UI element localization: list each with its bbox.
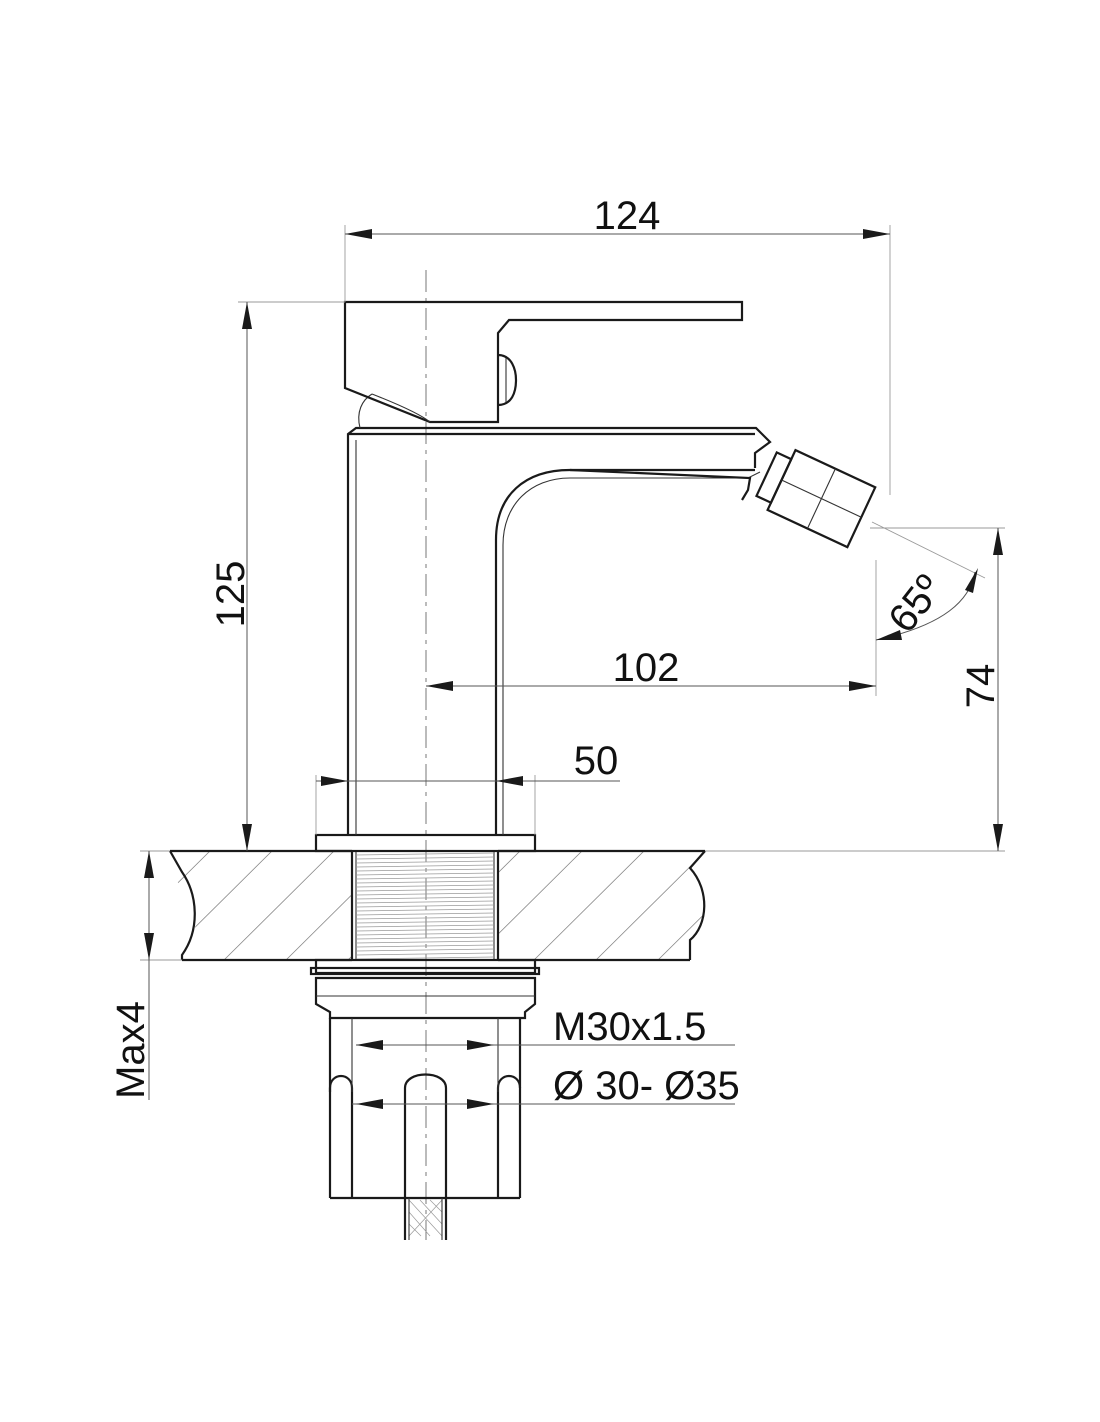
dim-label-angle: 65º [880,567,951,641]
dim-label-hole: Ø 30- Ø35 [553,1064,740,1108]
faucet-body [314,393,772,853]
thread-line [356,860,494,864]
thread-line [356,912,494,916]
thread-line [356,888,494,892]
thread-line [356,896,494,900]
dim-base-diameter: 50 [315,739,620,835]
thread-line [356,908,494,912]
thread-line [356,940,494,944]
dim-nozzle-height: 74 [705,527,1005,852]
dim-label-width: 124 [594,194,661,238]
supply-hose-braid [408,1198,443,1240]
thread-line [356,852,494,856]
thread-line [356,916,494,920]
dim-label-nozzle-height: 74 [959,664,1003,709]
dim-label-thread: M30x1.5 [553,1005,706,1049]
hatch-line [720,851,830,960]
dim-label-base: 50 [574,739,619,783]
thread-line [356,868,494,872]
thread-line [356,864,494,868]
dim-max-thickness: Max4 [109,850,182,1100]
hatch-line [471,851,583,960]
dim-label-reach: 102 [613,646,680,690]
dim-overall-width: 124 [344,194,891,495]
thread-line [356,936,494,940]
hatch-line [595,851,705,960]
thread-line [356,876,494,880]
threaded-shank [355,850,495,961]
thread-line [356,904,494,908]
hatch-line [170,851,211,960]
countertop-section [169,849,892,962]
thread-line [356,932,494,936]
thread-line [356,948,494,952]
dim-spout-reach: 102 [426,560,877,696]
thread-line [356,944,494,948]
thread-line [356,952,494,956]
thread-line [356,872,494,876]
thread-line [356,900,494,904]
hatch-line [533,851,645,960]
hatch-line [782,851,892,960]
swivel-nozzle [755,448,877,549]
dim-label-max-thickness: Max4 [109,1001,153,1099]
thread-line [356,956,494,960]
thread-line [356,880,494,884]
lever-handle [343,300,744,424]
dim-overall-height: 125 [209,301,345,851]
hatch-line [223,851,335,960]
underside-fitting [309,958,541,1240]
thread-line [356,924,494,928]
thread-line [356,884,494,888]
thread-line [356,928,494,932]
thread-line [356,892,494,896]
dim-nozzle-angle: 65º [871,521,986,641]
dim-label-height: 125 [209,561,253,628]
thread-line [356,920,494,924]
dim-hole-diameter: Ø 30- Ø35 [352,1064,740,1109]
dim-thread: M30x1.5 [356,1005,735,1050]
hatch-line [657,851,705,960]
hatch-line [285,851,397,960]
thread-line [356,856,494,860]
